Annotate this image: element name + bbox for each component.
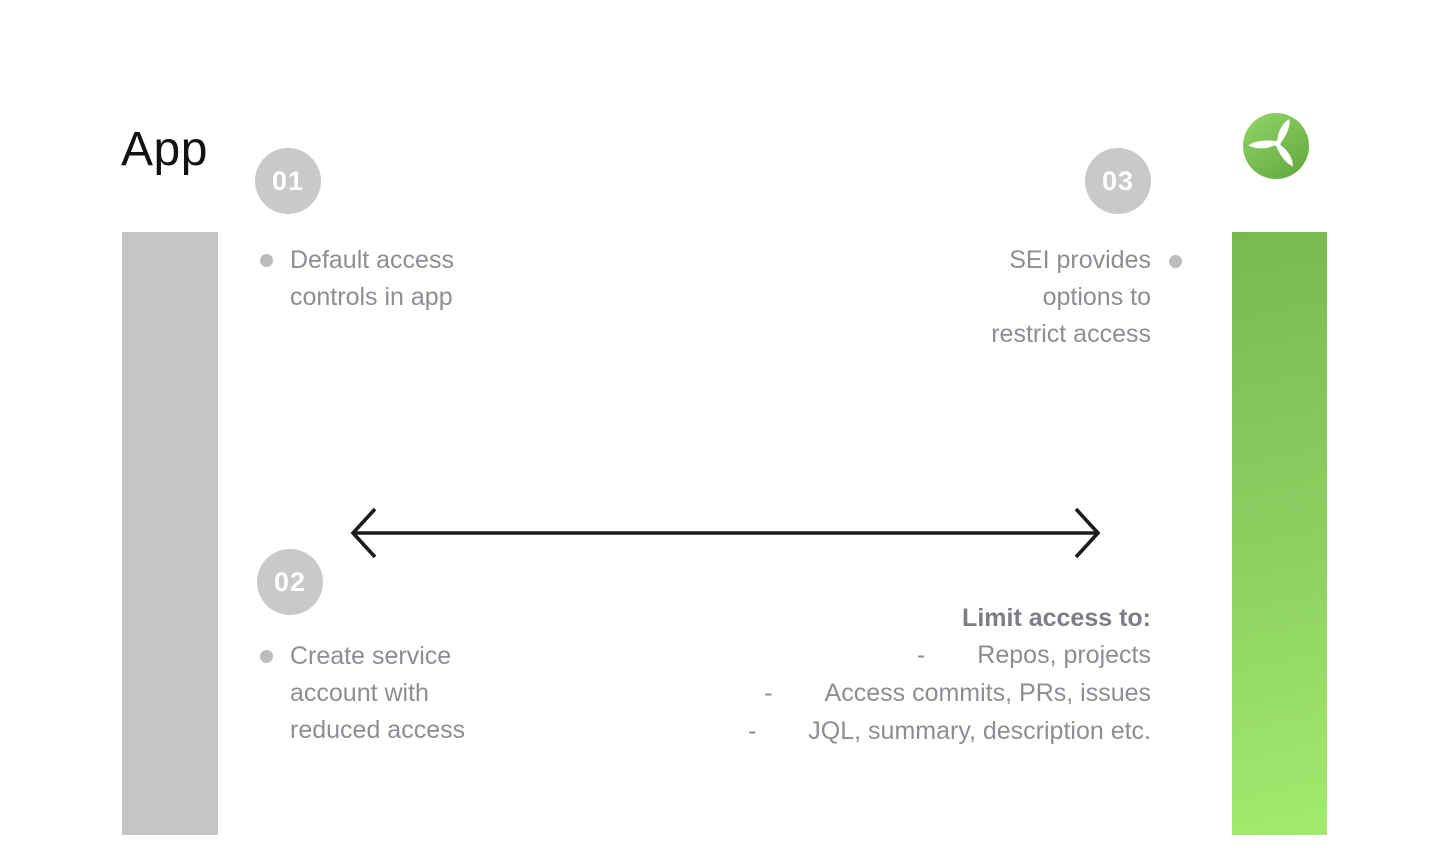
step1-description: Default access controls in app — [290, 242, 454, 316]
dash-marker: - — [747, 717, 757, 745]
app-column-bar — [122, 232, 218, 835]
text-line: controls in app — [290, 283, 453, 311]
step2-description: Create service account with reduced acce… — [290, 638, 465, 749]
list-item: - JQL, summary, description etc. — [748, 712, 1151, 750]
dash-marker: - — [916, 641, 926, 669]
list-item: - Access commits, PRs, issues — [748, 674, 1151, 712]
text-line: options to — [1042, 283, 1151, 311]
sei-turbine-logo-icon — [1243, 113, 1309, 179]
text-line: account with — [290, 679, 429, 707]
bullet-dot — [260, 254, 273, 267]
step-number: 01 — [271, 165, 305, 196]
text-line: SEI provides — [1009, 246, 1151, 274]
bidirectional-arrow-icon — [344, 501, 1104, 570]
text-line: restrict access — [991, 320, 1151, 348]
list-item: - Repos, projects — [748, 636, 1151, 674]
bullet-dot — [260, 650, 273, 663]
list-item-text: JQL, summary, description etc. — [808, 717, 1151, 745]
sei-column-bar — [1232, 232, 1327, 835]
limit-access-heading: Limit access to: — [962, 604, 1151, 632]
list-item-text: Repos, projects — [977, 641, 1151, 669]
limit-access-list: Limit access to: - Repos, projects - Acc… — [748, 600, 1151, 750]
dash-marker: - — [764, 679, 773, 707]
list-item-text: Access commits, PRs, issues — [824, 679, 1151, 707]
page-title: App — [121, 123, 208, 176]
step-badge-03: 03 — [1085, 148, 1151, 214]
text-line: Create service — [290, 642, 452, 670]
step-badge-02: 02 — [257, 549, 323, 615]
step3-description: SEI provides options to restrict access — [991, 242, 1151, 353]
bullet-dot — [1169, 255, 1182, 268]
step-number: 03 — [1101, 165, 1135, 196]
text-line: reduced access — [290, 716, 466, 744]
step-number: 02 — [273, 566, 307, 597]
text-line: Default access — [290, 246, 454, 274]
step-badge-01: 01 — [255, 148, 321, 214]
